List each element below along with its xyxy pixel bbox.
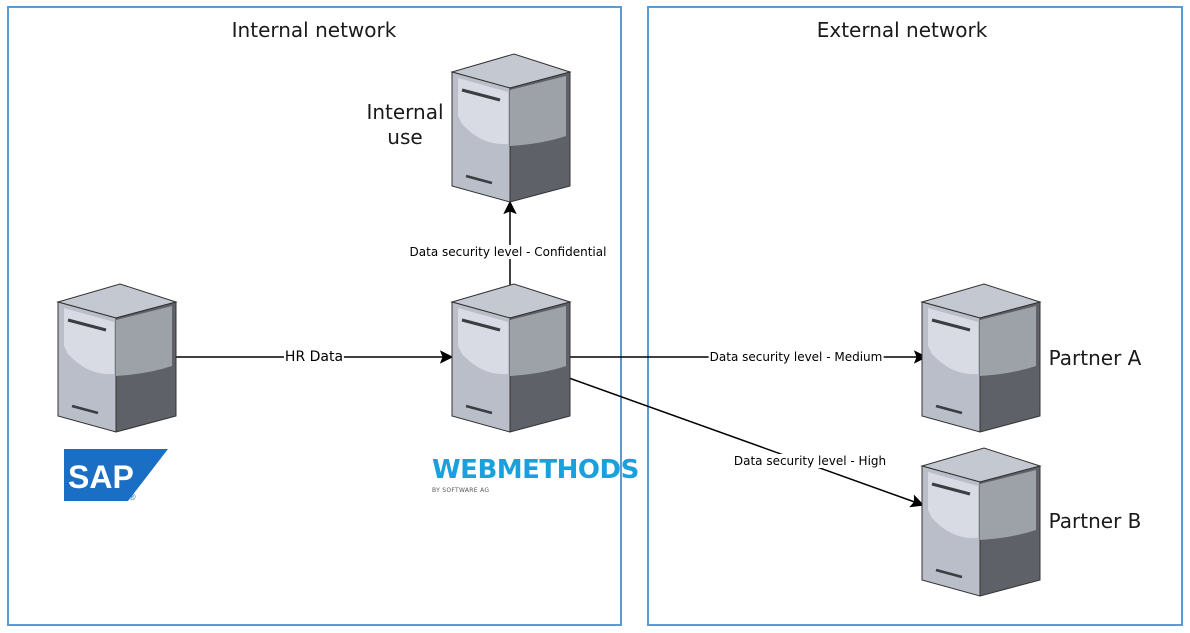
sap-logo: SAP ®	[64, 449, 168, 502]
internal-use-label-line1: Internal	[366, 100, 444, 124]
partner-b-label: Partner B	[1048, 509, 1142, 533]
partner-a-label: Partner A	[1048, 346, 1142, 370]
edge-label-medium: Data security level - Medium	[708, 350, 884, 364]
internal-network-zone	[7, 6, 622, 626]
partner-b-server-icon	[920, 446, 1042, 598]
webmethods-logo: WEBMETHODS BY SOFTWARE AG	[432, 455, 639, 495]
sap-registered-mark: ®	[129, 492, 136, 502]
webmethods-server-icon	[450, 282, 572, 434]
external-network-zone	[647, 6, 1183, 626]
edge-label-hr-data: HR Data	[283, 349, 345, 365]
edge-webmethods-to-partner-b	[568, 377, 925, 508]
sap-logo-text: SAP	[68, 459, 134, 495]
internal-network-title: Internal network	[231, 18, 397, 42]
webmethods-logo-text: WEBMETHODS	[432, 455, 639, 485]
internal-use-label: Internal use	[355, 100, 455, 150]
webmethods-logo-subtext: BY SOFTWARE AG	[432, 487, 490, 494]
external-network-title: External network	[816, 18, 988, 42]
partner-a-server-icon	[920, 282, 1042, 434]
edge-label-confidential: Data security level - Confidential	[408, 245, 608, 259]
edge-label-high: Data security level - High	[732, 454, 888, 468]
internal-use-server-icon	[450, 52, 572, 204]
sap-server-icon	[56, 282, 178, 434]
internal-use-label-line2: use	[387, 125, 423, 149]
